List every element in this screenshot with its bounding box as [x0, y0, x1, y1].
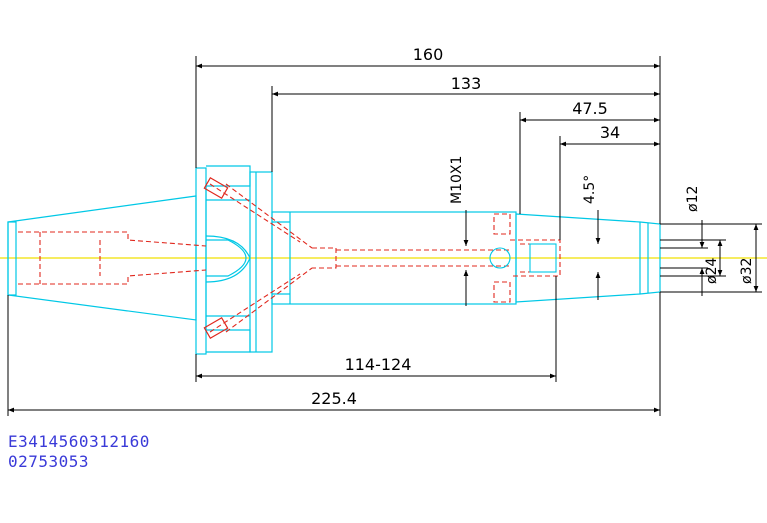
collet-nut: [489, 243, 557, 273]
dim-dia-1: ø12: [685, 186, 701, 212]
dim-total-length: 225.4: [311, 389, 357, 408]
dim-angle: 4.5°: [582, 175, 598, 204]
dim-range-length: 114-124: [345, 355, 412, 374]
dim-overall-length: 160: [413, 45, 444, 64]
part-codes: E3414560312160 02753053: [8, 432, 150, 472]
flange-bolts: [203, 176, 229, 340]
dim-dia-3: ø32: [739, 258, 755, 284]
part-code: E3414560312160: [8, 432, 150, 451]
dim-length-2: 133: [451, 74, 482, 93]
hidden-lines: [18, 183, 561, 333]
dim-thread: M10X1: [449, 156, 465, 204]
dim-dia-2: ø24: [704, 258, 720, 284]
dim-length-4: 34: [600, 123, 620, 142]
order-code: 02753053: [8, 452, 90, 471]
holder-outline: [7, 165, 661, 355]
dim-length-3: 47.5: [572, 99, 608, 118]
